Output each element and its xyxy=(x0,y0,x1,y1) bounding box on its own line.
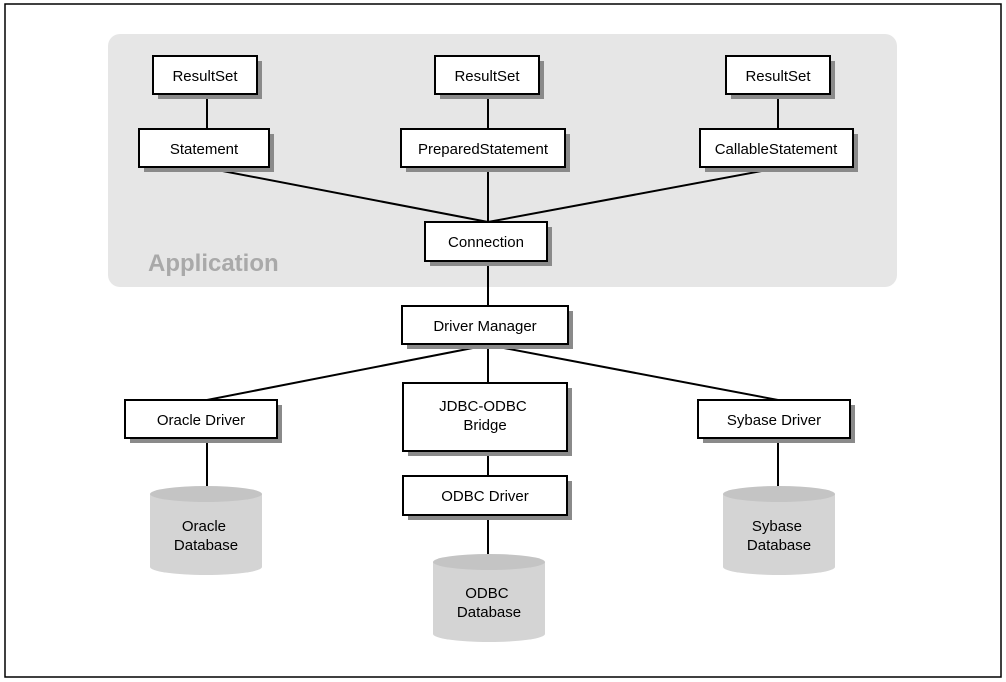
callable-statement-box: CallableStatement xyxy=(699,128,858,172)
line-drivermanager-sybase xyxy=(487,344,779,401)
sybase-database-label: Sybase Database xyxy=(747,518,811,554)
odbc-driver-label: ODBC Driver xyxy=(441,488,529,505)
sybase-database-line-1: Sybase xyxy=(752,518,802,535)
connection-box: Connection xyxy=(424,221,552,266)
line-callable-connection xyxy=(487,167,779,223)
odbc-database-cylinder: ODBC Database xyxy=(433,554,545,642)
sybase-database-line-2: Database xyxy=(747,537,811,554)
resultset-box-2: ResultSet xyxy=(434,55,544,99)
oracle-database-label: Oracle Database xyxy=(174,518,238,554)
oracle-driver-label: Oracle Driver xyxy=(157,412,245,429)
resultset-label-1: ResultSet xyxy=(172,68,238,85)
statement-label: Statement xyxy=(170,141,239,158)
jdbc-odbc-bridge-box: JDBC-ODBC Bridge xyxy=(402,382,572,456)
odbc-driver-box: ODBC Driver xyxy=(402,475,572,520)
driver-manager-label: Driver Manager xyxy=(433,318,536,335)
driver-manager-box: Driver Manager xyxy=(401,305,573,349)
line-statement-connection xyxy=(206,167,489,223)
resultset-label-2: ResultSet xyxy=(454,68,520,85)
oracle-driver-box: Oracle Driver xyxy=(124,399,282,443)
jdbc-odbc-bridge-line-1: JDBC-ODBC xyxy=(439,398,527,415)
prepared-statement-box: PreparedStatement xyxy=(400,128,570,172)
statement-box: Statement xyxy=(138,128,274,172)
resultset-box-1: ResultSet xyxy=(152,55,262,99)
odbc-database-line-2: Database xyxy=(457,604,521,621)
oracle-database-line-1: Oracle xyxy=(182,518,226,535)
connection-label: Connection xyxy=(448,234,524,251)
sybase-driver-label: Sybase Driver xyxy=(727,412,821,429)
prepared-statement-label: PreparedStatement xyxy=(418,141,549,158)
odbc-database-label: ODBC Database xyxy=(457,585,521,621)
odbc-database-line-1: ODBC xyxy=(465,585,509,602)
oracle-database-cylinder: Oracle Database xyxy=(150,486,262,575)
resultset-box-3: ResultSet xyxy=(725,55,835,99)
connector-lines xyxy=(206,96,779,557)
application-region-label: Application xyxy=(148,250,279,277)
sybase-database-cylinder: Sybase Database xyxy=(723,486,835,575)
oracle-database-line-2: Database xyxy=(174,537,238,554)
sybase-driver-box: Sybase Driver xyxy=(697,399,855,443)
line-drivermanager-oracle xyxy=(206,344,489,401)
jdbc-odbc-bridge-label: JDBC-ODBC Bridge xyxy=(439,398,531,434)
resultset-label-3: ResultSet xyxy=(745,68,811,85)
jdbc-odbc-bridge-line-2: Bridge xyxy=(463,417,506,434)
callable-statement-label: CallableStatement xyxy=(715,141,838,158)
